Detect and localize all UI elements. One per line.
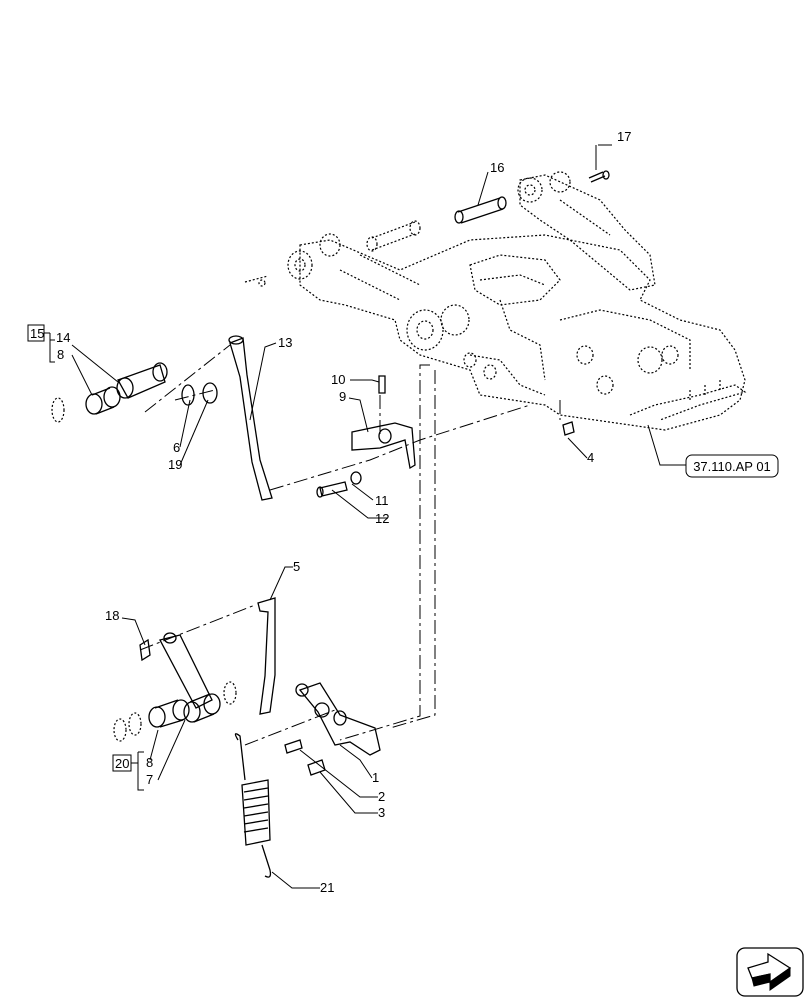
callout-12: 12 [375, 511, 389, 526]
lever-14 [116, 362, 168, 399]
washers-lower [113, 681, 237, 742]
pin-18 [139, 638, 151, 662]
callout-3: 3 [378, 805, 385, 820]
callout-4: 4 [587, 450, 594, 465]
arm-1 [295, 682, 381, 756]
callout-9: 9 [339, 389, 346, 404]
callout-6: 6 [173, 440, 180, 455]
lift-housing [244, 171, 747, 431]
callout-13: 13 [278, 335, 292, 350]
nut-4 [562, 421, 575, 436]
reference-box[interactable]: 37.110.AP 01 [685, 454, 779, 478]
pin-10 [378, 375, 386, 394]
callout-16: 16 [490, 160, 504, 175]
callout-5: 5 [293, 559, 300, 574]
callout-11: 11 [375, 493, 389, 508]
callout-14: 14 [56, 330, 70, 345]
bushing-7 [148, 699, 190, 728]
rod-13 [228, 335, 273, 501]
washer-upper-left [51, 397, 65, 423]
callout-19: 19 [168, 457, 182, 472]
bushing-8-lower [183, 693, 221, 723]
rod-5 [257, 597, 276, 715]
bushing-8-upper [85, 386, 121, 415]
lever-lower [159, 632, 213, 709]
bolt-12 [316, 481, 348, 498]
callout-15: 15 [30, 326, 44, 341]
assembly-lines [139, 344, 561, 746]
callout-2: 2 [378, 789, 385, 804]
kit-bracket-20 [112, 751, 144, 791]
callout-8-lower: 8 [146, 755, 153, 770]
spring-21 [234, 733, 272, 878]
callout-1: 1 [372, 770, 379, 785]
callout-8-upper: 8 [57, 347, 64, 362]
washer-11 [350, 471, 362, 485]
leader-lines [71, 145, 686, 889]
callout-17: 17 [617, 129, 631, 144]
callout-10: 10 [331, 372, 345, 387]
next-page-arrow-icon[interactable] [736, 947, 804, 997]
pin-17 [588, 170, 610, 183]
callout-18: 18 [105, 608, 119, 623]
circlip-6 [181, 384, 195, 406]
kit-bracket-15 [27, 324, 55, 363]
callout-7: 7 [146, 772, 153, 787]
circlip-19 [202, 382, 218, 404]
callout-20: 20 [115, 756, 129, 771]
callout-21: 21 [320, 880, 334, 895]
pin-16 [454, 196, 507, 224]
bracket-9 [351, 422, 416, 470]
reference-label: 37.110.AP 01 [693, 459, 771, 474]
bolt-2 [284, 739, 303, 754]
